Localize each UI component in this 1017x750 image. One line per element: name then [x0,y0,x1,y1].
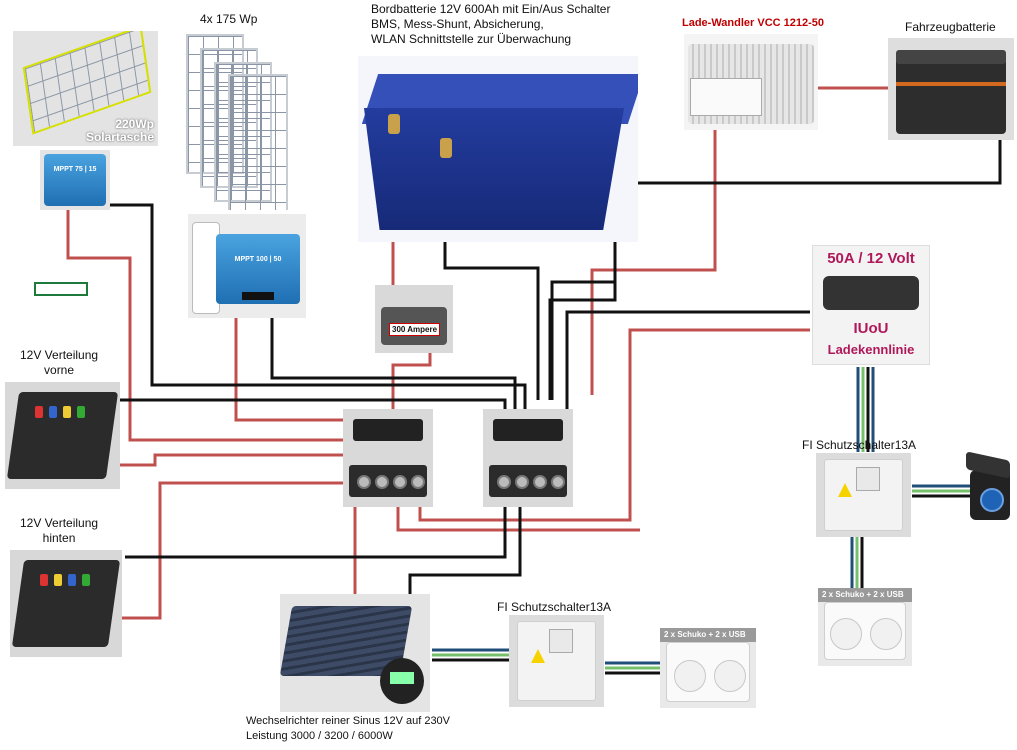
ac-wires-inlet [912,484,970,498]
mppt-small-label: MPPT 75 | 15 [53,166,97,173]
busbar-post-icon [533,475,547,489]
dcdc-charger-face [690,78,762,116]
dist-front-fusebox-body [6,392,119,479]
shore-inlet-socket-icon [980,488,1004,512]
battery-body [364,108,624,230]
solar-panel-4 [228,74,288,210]
fi-right-label: FI Schutzschalter13A [802,438,917,452]
wire-dist-rear-pos [122,481,350,620]
busbar-positive [343,409,433,507]
fuse-blue-icon [49,406,57,418]
mppt-large-label: MPPT 100 | 50 [234,256,282,263]
mppt-large-controller: MPPT 100 | 50 [188,214,306,318]
fuse-green-icon [77,406,85,418]
battery-charger-body [823,276,919,310]
fuse-yellow-icon [54,574,62,586]
wire-mppt-large-pos [234,312,350,422]
mppt-large-terminals [242,292,274,300]
busbar-negative-cover [493,419,563,441]
schuko-socket-icon [830,618,862,650]
dcdc-charger-label: Lade-Wandler VCC 1212-50 [682,17,825,29]
ac-wires-charger [856,367,875,452]
sockets-bottom-label: 2 x Schuko + 2 x USB [664,630,746,639]
dist-front-label: 12V Verteilung vorne [20,348,99,377]
solar-panels-image [186,30,296,210]
ac-wires-socket-bottom [605,661,660,675]
dist-rear-label: 12V Verteilung hinten [20,516,99,545]
vehicle-battery-body [896,58,1006,134]
schuko-socket-icon [674,660,706,692]
busbar-post-icon [411,475,425,489]
fi-bottom-breaker [509,615,604,707]
busbar-post-icon [515,475,529,489]
phone-app-image [192,222,220,314]
fuse-300a-label: 300 Ampere [389,323,441,336]
battery-charger-image: 50A / 12 Volt IUoU Ladekennlinie [812,245,930,365]
wire-mppt-large-neg [270,312,517,415]
sockets-right-label: 2 x Schuko + 2 x USB [822,590,904,599]
fuse-300a-image: 300 Ampere [375,285,453,353]
sockets-right: 2 x Schuko + 2 x USB [818,588,912,666]
inverter-image [280,594,430,712]
solar-bag-image: 220Wp Solartasche [13,31,158,146]
busbar-negative [483,409,573,507]
ac-wires-inverter [432,648,510,662]
mppt-small-controller: MPPT 75 | 15 [40,150,110,210]
busbar-post-icon [393,475,407,489]
battery-terminal-positive [388,114,400,134]
fuse-red-icon [40,574,48,586]
ac-wires-socket-right [850,537,864,590]
fi-right-switch [856,467,880,491]
fuse-yellow-icon [63,406,71,418]
dist-front-fusebox [5,382,120,489]
vehicle-battery-image [888,38,1014,140]
wire-dist-rear-neg [125,505,507,559]
battery-terminal-negative [440,138,452,158]
mppt-large-body: MPPT 100 | 50 [216,234,300,304]
busbar-post-icon [551,475,565,489]
battery-label: Bordbatterie 12V 600Ah mit Ein/Aus Schal… [371,2,611,46]
wire-fuse-out [391,345,432,412]
fi-bottom-label: FI Schutzschalter13A [497,600,612,614]
fuse-green-icon [82,574,90,586]
busbar-positive-cover [353,419,423,441]
busbar-post-icon [357,475,371,489]
battery-charger-title: 50A / 12 Volt [827,250,915,267]
sockets-bottom: 2 x Schuko + 2 x USB [660,628,756,708]
wire-mppt-small-neg [95,203,527,415]
dist-rear-fusebox [10,550,122,657]
schuko-socket-icon [714,660,746,692]
solar-bag-label: 220Wp Solartasche [85,117,154,144]
battery-charger-sub1: IUoU [853,320,889,337]
battery-image [358,56,638,242]
vehicle-battery-label: Fahrzeugbatterie [905,20,996,34]
mppt-small-body: MPPT 75 | 15 [44,154,106,206]
inverter-remote-display [390,672,414,684]
dcdc-charger-image [684,34,818,130]
wire-dcdc-neg [550,280,615,400]
battery-charger-sub2: Ladekennlinie [827,342,915,357]
busbar-post-icon [497,475,511,489]
wire-dist-front-pos [120,453,350,467]
schuko-socket-icon [870,618,902,650]
fi-bottom-switch [549,629,573,653]
vehicle-battery-stripe [896,82,1006,86]
vehicle-battery-top [896,50,1006,64]
shore-power-inlet [962,450,1014,528]
busbar-post-icon [375,475,389,489]
solar-panels-label: 4x 175 Wp [200,12,258,26]
sockets-right-caption-bg [818,588,912,602]
fi-right-breaker [816,453,911,537]
inverter-label: Wechselrichter reiner Sinus 12V auf 230V… [246,715,451,742]
selection-marker [34,282,88,296]
sockets-bottom-caption-bg [660,628,756,642]
fuse-red-icon [35,406,43,418]
wire-inverter-neg [408,505,522,598]
wire-mppt-small-pos [66,205,350,442]
wire-charger-pos [418,328,810,522]
dist-rear-fusebox-body [11,560,121,647]
fuse-blue-icon [68,574,76,586]
wire-dist-front-neg [100,398,507,415]
wire-charger-neg [565,310,810,410]
